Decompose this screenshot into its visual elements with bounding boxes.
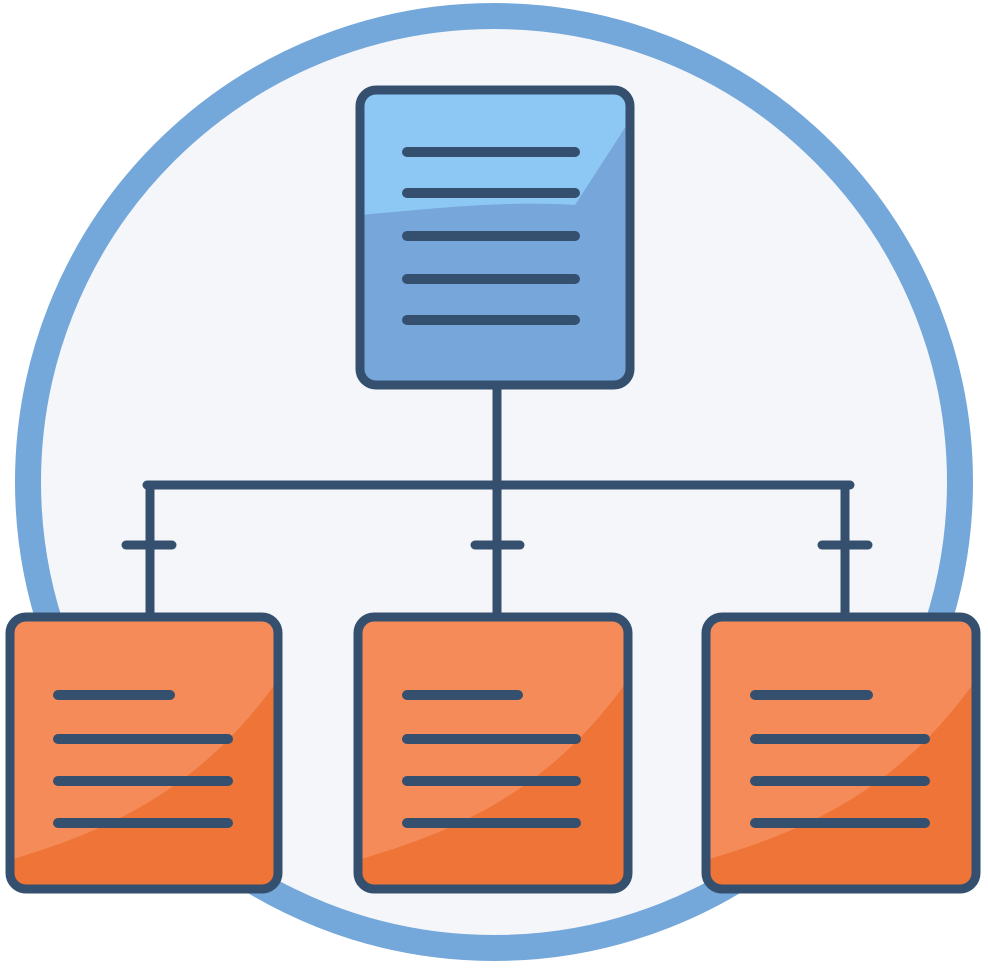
root-node <box>355 85 635 390</box>
child-left-document-icon <box>53 690 233 828</box>
child-right-document-icon <box>750 690 930 828</box>
child-node-middle <box>353 612 633 894</box>
root-node-frame <box>355 85 635 390</box>
root-document-icon <box>402 147 580 325</box>
connector-lines <box>121 380 873 622</box>
child-node-right <box>701 612 981 894</box>
child-node-right-frame <box>701 612 981 894</box>
child-node-middle-frame <box>353 612 633 894</box>
child-node-left <box>5 612 283 894</box>
child-node-left-frame <box>5 612 283 894</box>
child-middle-document-icon <box>402 690 581 828</box>
